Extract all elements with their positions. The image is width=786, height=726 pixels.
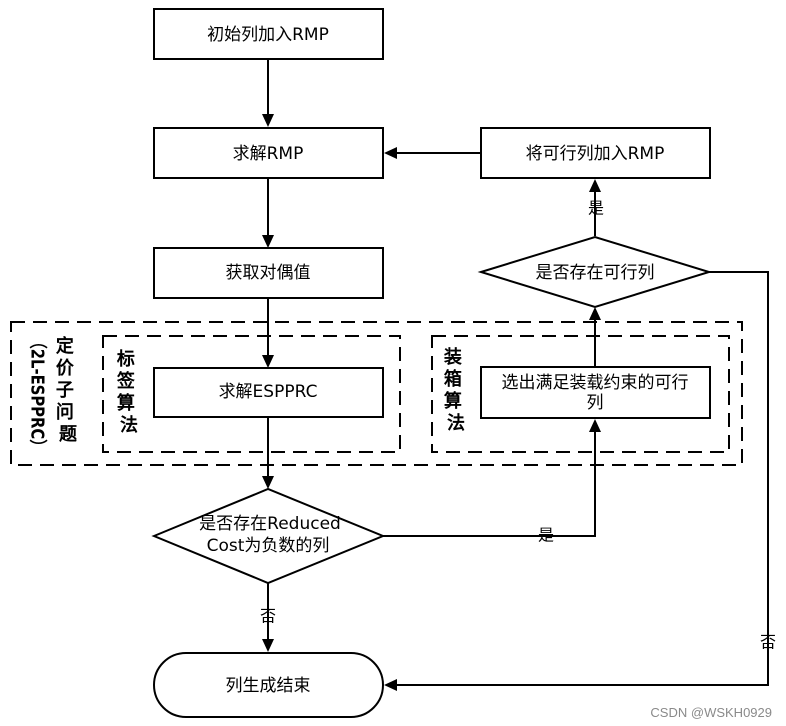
pricing-char: 定 xyxy=(56,335,74,357)
labeling-char: 签 xyxy=(116,370,136,392)
edge-label-no-reduced: 否 xyxy=(260,607,276,626)
node-solve-espprc xyxy=(153,367,384,418)
node-select-columns xyxy=(480,366,711,419)
node-add-feasible-label: 将可行列加入RMP xyxy=(526,144,665,164)
packing-char: 法 xyxy=(447,412,465,434)
labeling-algorithm-label: 标 签 算 法 xyxy=(116,348,141,436)
arrowhead xyxy=(589,419,601,432)
edge-reduced-yes-to-select xyxy=(383,430,596,537)
pricing-subproblem-label: 定 价 子 问 题 xyxy=(56,335,80,445)
edge-exists-no-to-end xyxy=(395,271,769,686)
arrowhead xyxy=(384,147,397,159)
pricing-subproblem-group xyxy=(10,321,743,466)
node-dual-values xyxy=(153,247,384,299)
packing-algorithm-label: 装 箱 算 法 xyxy=(444,346,468,434)
labeling-algorithm-group xyxy=(102,335,401,453)
arrowhead xyxy=(384,679,397,691)
node-init-columns xyxy=(153,8,384,60)
node-end xyxy=(153,652,384,718)
node-select-columns-label-line2: 列 xyxy=(587,393,604,413)
pricing-char: 子 xyxy=(56,380,74,401)
packing-char: 装 xyxy=(444,346,462,368)
arrowhead xyxy=(262,114,274,127)
pricing-subproblem-paren-label: （2L-ESPPRC） xyxy=(27,334,48,454)
edge-label-yes-feasible: 是 xyxy=(588,199,604,218)
edge-label-no-feasible: 否 xyxy=(760,633,776,652)
arrowhead xyxy=(262,355,274,368)
packing-algorithm-group xyxy=(431,335,730,453)
arrowhead xyxy=(262,235,274,248)
arrowhead xyxy=(589,307,601,320)
node-exists-feasible xyxy=(477,235,713,309)
node-init-columns-label: 初始列加入RMP xyxy=(207,25,329,45)
arrowhead xyxy=(589,179,601,192)
labeling-char: 标 xyxy=(116,348,135,370)
arrowhead xyxy=(262,476,274,489)
pricing-char: 问 xyxy=(56,402,74,423)
packing-char: 算 xyxy=(444,390,462,412)
node-reduced-cost-label-line1: 是否存在Reduced xyxy=(199,514,341,534)
node-solve-rmp-label: 求解RMP xyxy=(233,144,304,164)
edge-label-yes-reduced: 是 xyxy=(538,526,554,545)
node-exists-feasible-label: 是否存在可行列 xyxy=(536,263,655,283)
node-select-columns-label-line1: 选出满足装载约束的可行 xyxy=(502,373,689,393)
node-dual-values-label: 获取对偶值 xyxy=(226,263,311,283)
node-solve-rmp xyxy=(153,127,384,179)
node-add-feasible xyxy=(480,127,711,179)
labeling-char: 算 xyxy=(117,392,135,414)
packing-char: 箱 xyxy=(444,368,462,390)
watermark: CSDN @WSKH0929 xyxy=(650,705,772,720)
node-solve-espprc-label: 求解ESPPRC xyxy=(219,382,318,402)
labeling-char: 法 xyxy=(120,414,138,436)
node-end-label: 列生成结束 xyxy=(226,676,311,696)
arrowhead xyxy=(262,639,274,652)
node-reduced-cost xyxy=(151,487,386,585)
node-reduced-cost-label-line2: Cost为负数的列 xyxy=(207,536,330,556)
pricing-char: 价 xyxy=(56,358,75,379)
pricing-char: 题 xyxy=(59,424,78,445)
